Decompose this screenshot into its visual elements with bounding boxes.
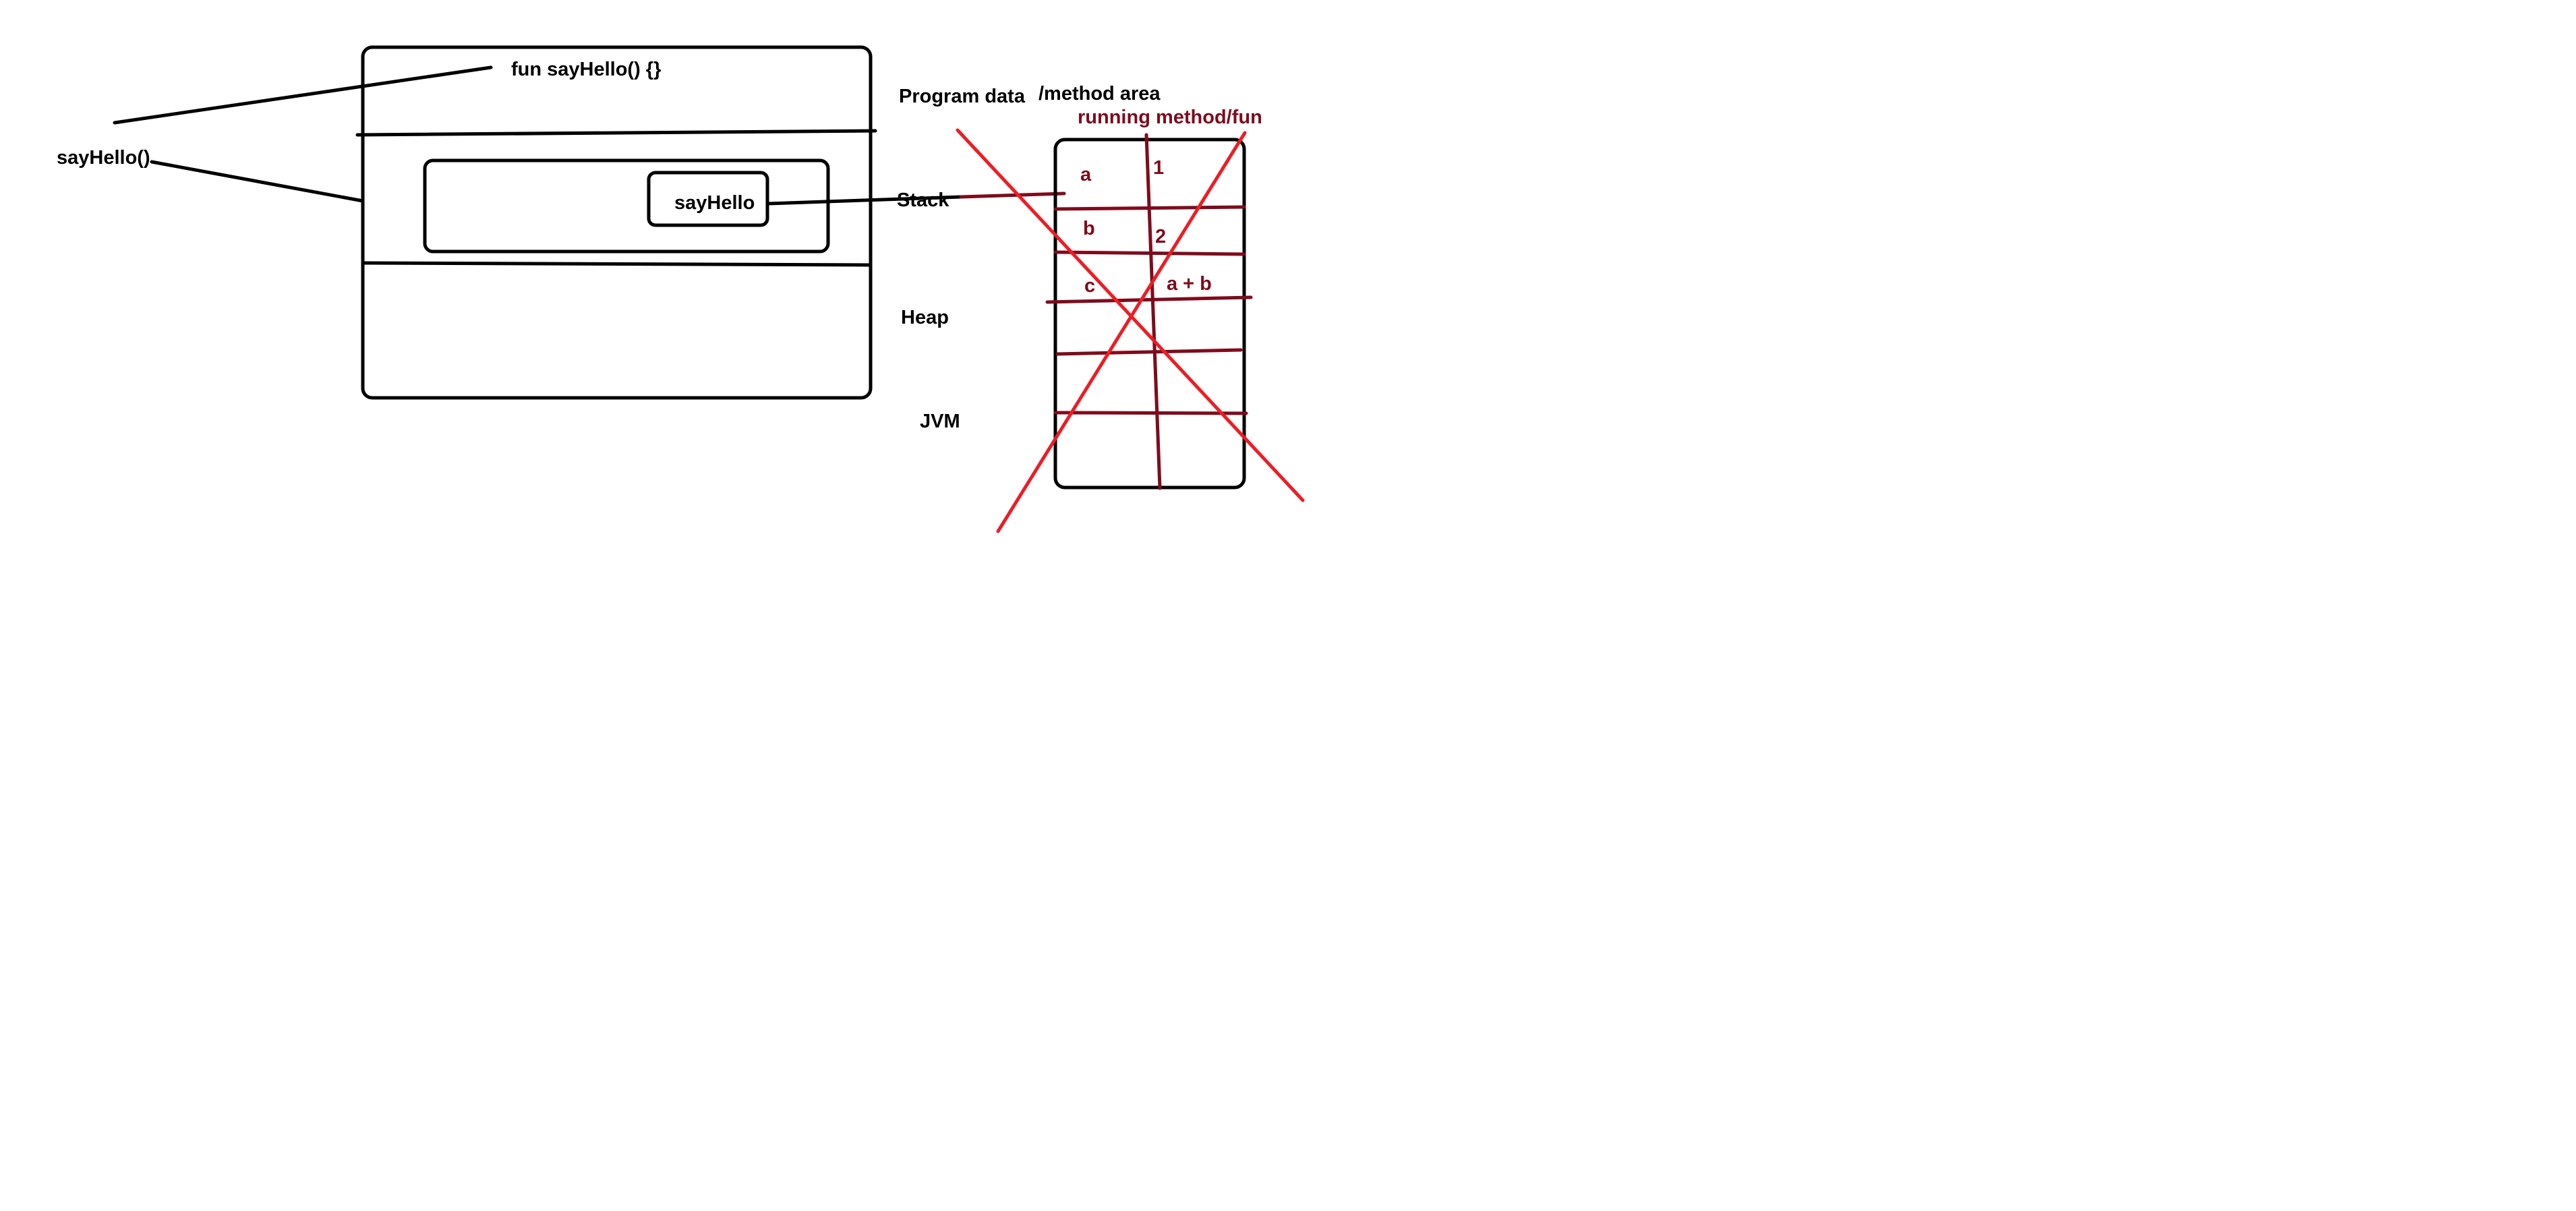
stack-area-box xyxy=(423,158,830,254)
program-data-label: Program data xyxy=(899,86,1026,107)
connector-call-to-stack xyxy=(150,160,365,203)
running-method-label: running method/fun xyxy=(1078,107,1262,128)
frame-table-box xyxy=(1053,138,1246,490)
jvm-label: JVM xyxy=(920,411,960,432)
say-hello-frame-box xyxy=(647,171,769,227)
frame-table-row-divider xyxy=(1055,348,1243,356)
fun-declaration-label: fun sayHello() {} xyxy=(511,59,661,80)
connector-call-to-declaration xyxy=(113,65,493,125)
stack-heap-divider xyxy=(362,261,871,267)
frame-variable-value: a + b xyxy=(1167,273,1212,295)
frame-variable-value: 1 xyxy=(1153,157,1164,179)
frame-variable-name: a xyxy=(1080,164,1092,185)
frame-variable-value: 2 xyxy=(1155,226,1166,247)
method-area-label: /method area xyxy=(1038,83,1161,105)
jvm-box xyxy=(361,45,873,400)
say-hello-call-label: sayHello() xyxy=(57,147,150,169)
frame-variable-name: b xyxy=(1083,218,1095,239)
heap-label: Heap xyxy=(901,307,949,328)
frame-variable-name: c xyxy=(1084,275,1095,297)
strike-line xyxy=(996,131,1247,533)
say-hello-frame-label: sayHello xyxy=(674,192,755,214)
frame-table-row-divider xyxy=(1053,250,1246,256)
connector-frame-to-table-maroon xyxy=(959,191,1066,199)
frame-table-row-divider xyxy=(1053,205,1246,211)
connector-frame-to-table xyxy=(765,195,963,206)
frame-table-column-divider xyxy=(1144,133,1162,490)
stack-label: Stack xyxy=(897,189,949,211)
program-data-divider xyxy=(355,129,877,137)
frame-table-row-divider xyxy=(1045,295,1253,304)
